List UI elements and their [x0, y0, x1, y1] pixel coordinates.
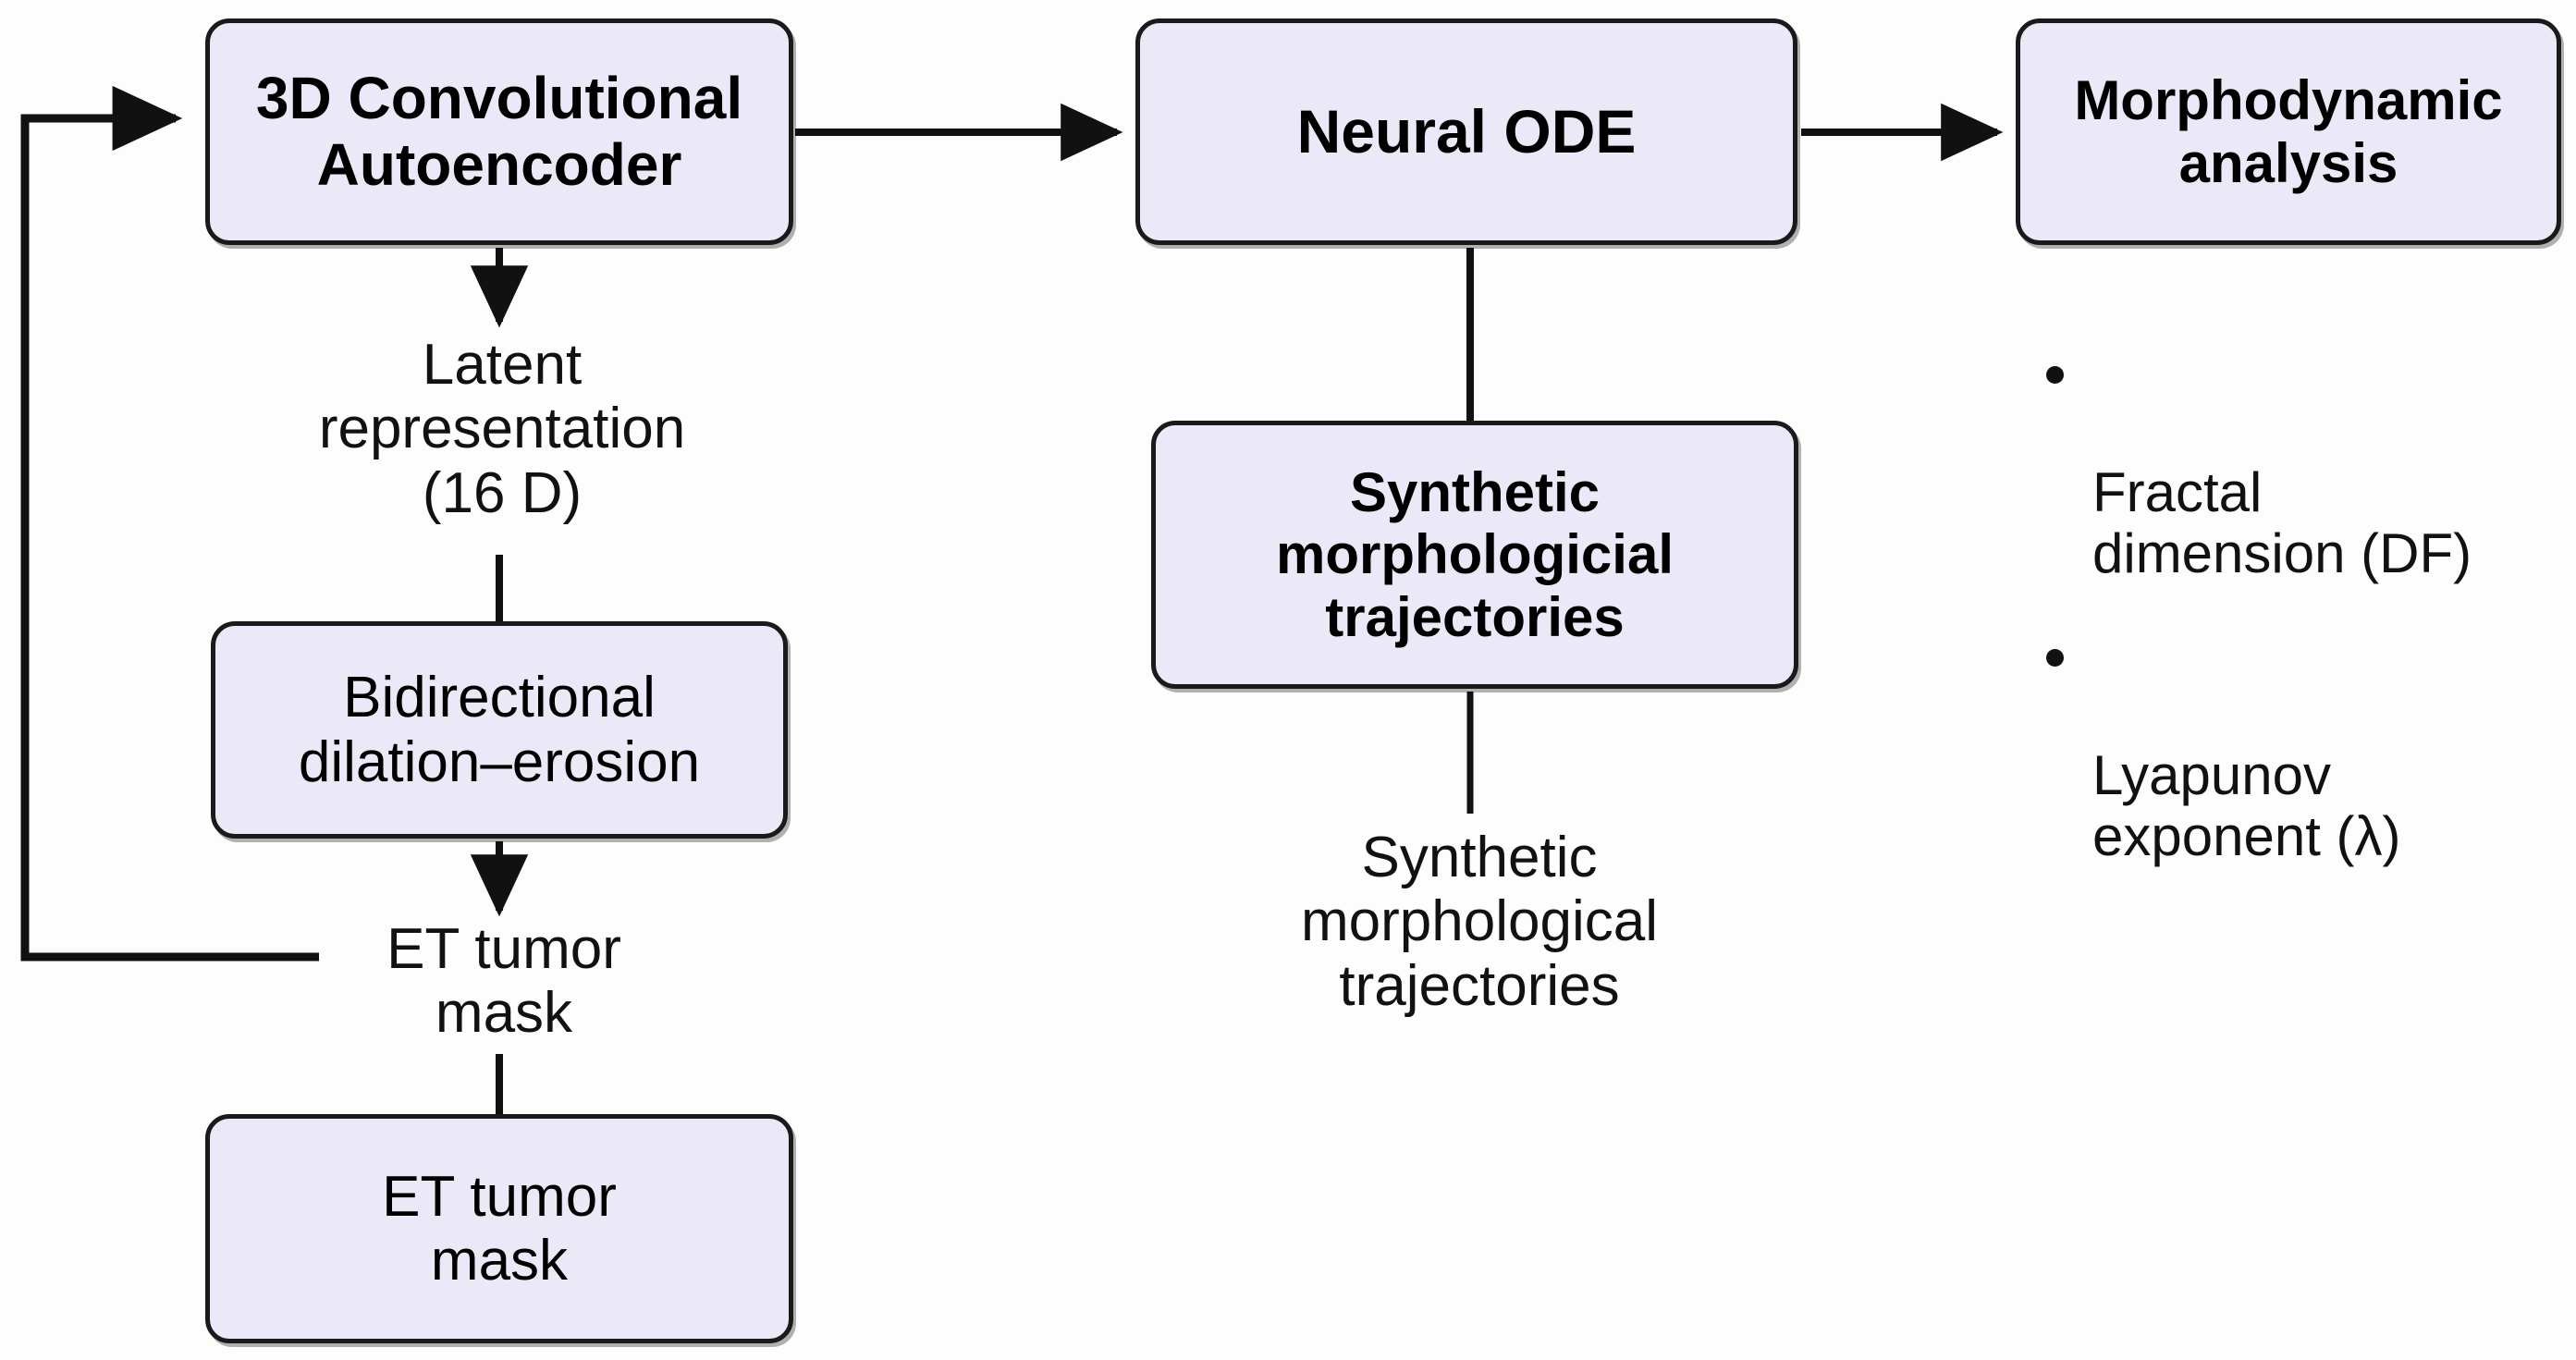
list-item-label: Lyapunov exponent (λ)	[2092, 744, 2401, 867]
node-label: ET tumor mask	[382, 1164, 617, 1293]
et-tumor-mask-label: ET tumor mask	[386, 917, 621, 1046]
bullet-dot-icon	[2046, 648, 2064, 667]
synthetic-morphological-trajectories-label: Synthetic morphological trajectories	[1301, 826, 1658, 1018]
morphodynamic-metrics-list: Fractal dimension (DF) Lyapunov exponent…	[2039, 340, 2570, 867]
bullet-dot-icon	[2046, 365, 2064, 384]
list-item: Lyapunov exponent (λ)	[2039, 623, 2570, 867]
3d-convolutional-autoencoder[interactable]: 3D Convolutional Autoencoder	[205, 18, 793, 245]
node-label: Bidirectional dilation–erosion	[298, 666, 701, 794]
list-item-label: Fractal dimension (DF)	[2092, 461, 2472, 584]
synthetic-morphologicial-trajectories-box[interactable]: Synthetic morphologicial trajectories	[1151, 421, 1798, 689]
bidirectional-dilation-erosion[interactable]: Bidirectional dilation–erosion	[211, 621, 788, 839]
et-tumor-mask-box[interactable]: ET tumor mask	[205, 1114, 793, 1343]
node-label: 3D Convolutional Autoencoder	[255, 64, 743, 198]
list-item: Fractal dimension (DF)	[2039, 340, 2570, 584]
morphodynamic-analysis[interactable]: Morphodynamic analysis	[2016, 18, 2561, 245]
node-label: Synthetic morphologicial trajectories	[1275, 461, 1674, 648]
node-label: Morphodynamic analysis	[2074, 69, 2503, 194]
node-label: Neural ODE	[1296, 96, 1637, 165]
latent-representation-label: Latent representation (16 D)	[318, 333, 686, 525]
neural-ode[interactable]: Neural ODE	[1135, 18, 1797, 245]
